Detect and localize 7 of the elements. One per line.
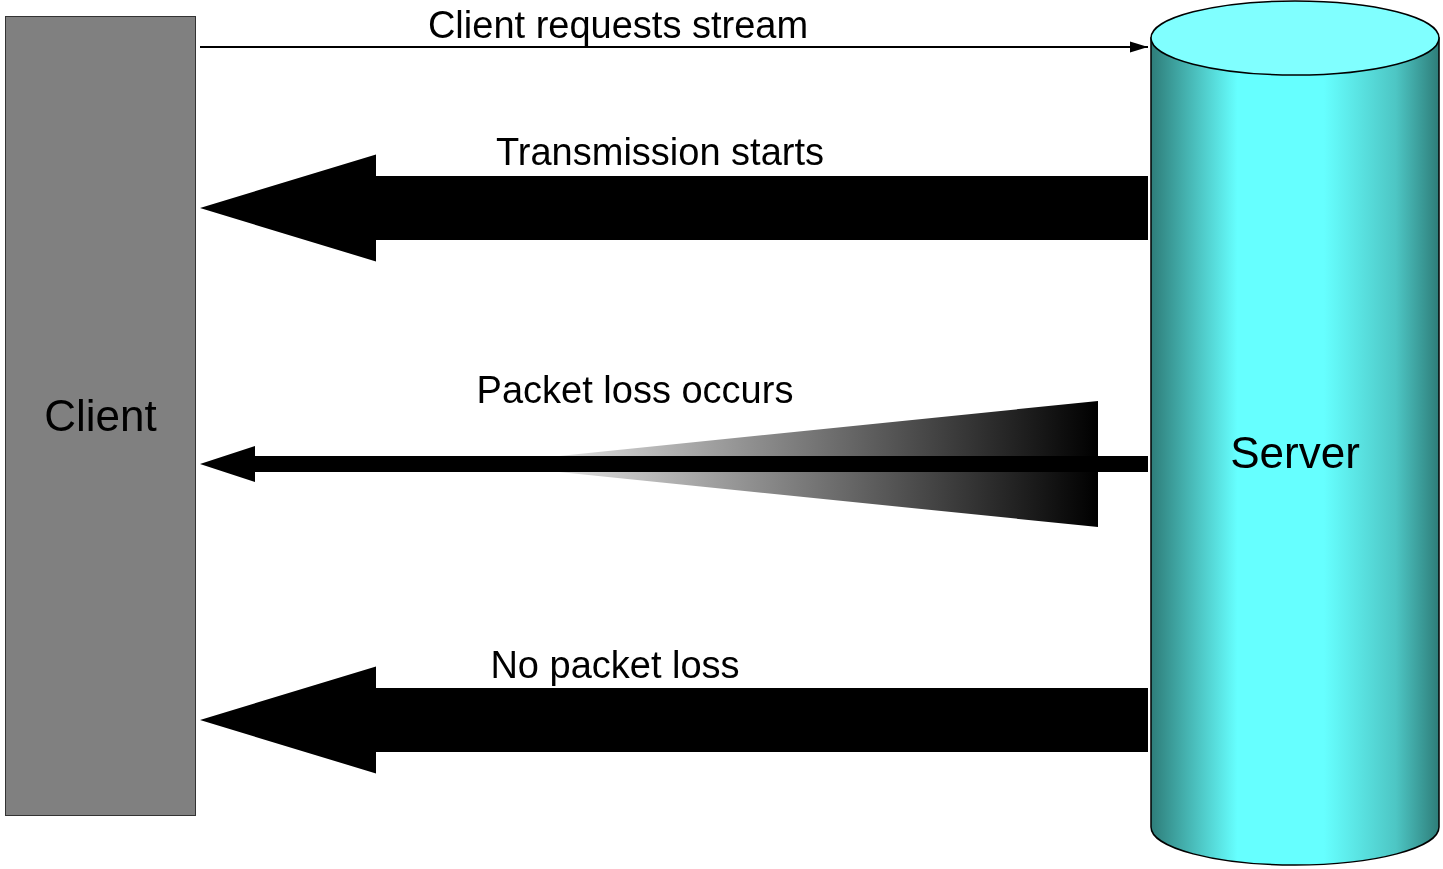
arrow xyxy=(200,666,1148,774)
arrow xyxy=(199,41,1149,53)
client-box xyxy=(5,16,196,816)
arrow xyxy=(200,154,1148,262)
node-label: Client xyxy=(44,391,157,441)
node-label: Server xyxy=(1230,427,1360,478)
fading-arrow xyxy=(200,401,1148,527)
